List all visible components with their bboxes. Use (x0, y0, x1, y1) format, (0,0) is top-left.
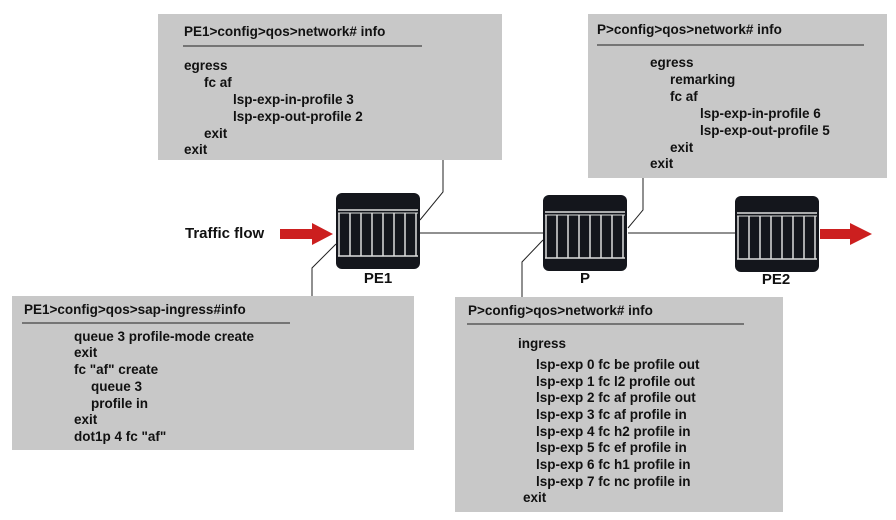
config-line: ingress (518, 336, 566, 351)
config-line: dot1p 4 fc "af" (74, 429, 166, 444)
p-network-egress-box: P>config>qos>network# info egress remark… (588, 14, 887, 178)
pe1-sap-ingress-box: PE1>config>qos>sap-ingress#info queue 3 … (12, 296, 414, 450)
callout-p-egress (627, 178, 644, 229)
config-line: lsp-exp 6 fc h1 profile in (536, 457, 691, 472)
pe1-network-box: PE1>config>qos>network# info egress fc a… (158, 14, 502, 160)
config-line: exit (74, 412, 98, 427)
config-line: remarking (670, 72, 735, 87)
callout-p-ingress (521, 239, 544, 297)
callout-pe1-network (419, 160, 444, 221)
config-line: fc af (670, 89, 698, 104)
config-line: exit (650, 156, 674, 171)
config-line: exit (184, 142, 208, 157)
config-line: queue 3 (91, 379, 143, 394)
p-network-ingress-box: P>config>qos>network# info ingress lsp-e… (455, 297, 783, 512)
router-label-pe2: PE2 (762, 271, 790, 288)
config-line: lsp-exp-out-profile 2 (233, 109, 363, 124)
config-line: lsp-exp-out-profile 5 (700, 123, 830, 138)
config-line: lsp-exp 5 fc ef profile in (536, 440, 687, 455)
config-line: exit (74, 345, 98, 360)
traffic-out-arrow-icon (820, 223, 872, 245)
connector-lines (311, 160, 735, 297)
config-line: lsp-exp-in-profile 3 (233, 92, 354, 107)
config-line: fc "af" create (74, 362, 159, 377)
traffic-in-arrow-icon (280, 223, 333, 245)
box-title: P>config>qos>network# info (597, 22, 782, 37)
router-label-p: P (580, 270, 590, 287)
box-title: PE1>config>qos>network# info (184, 24, 385, 39)
config-line: profile in (91, 396, 148, 411)
config-line: lsp-exp 7 fc nc profile in (536, 474, 691, 489)
config-line: lsp-exp 1 fc l2 profile out (536, 374, 696, 389)
config-line: exit (523, 490, 547, 505)
config-line: lsp-exp 3 fc af profile in (536, 407, 687, 422)
router-label-pe1: PE1 (364, 270, 392, 287)
config-line: lsp-exp 2 fc af profile out (536, 390, 696, 405)
config-line: lsp-exp 4 fc h2 profile in (536, 424, 691, 439)
config-line: egress (650, 55, 694, 70)
config-line: exit (670, 140, 694, 155)
config-line: fc af (204, 75, 232, 90)
config-line: lsp-exp-in-profile 6 (700, 106, 821, 121)
config-line: queue 3 profile-mode create (74, 329, 255, 344)
box-title: PE1>config>qos>sap-ingress#info (24, 302, 246, 317)
router-icon-pe2 (735, 196, 819, 272)
config-line: lsp-exp 0 fc be profile out (536, 357, 700, 372)
config-line: exit (204, 126, 228, 141)
router-icon-pe1 (336, 193, 420, 269)
router-icon-p (543, 195, 627, 271)
config-line: egress (184, 58, 228, 73)
callout-pe1-sap (311, 243, 337, 296)
box-title: P>config>qos>network# info (468, 303, 653, 318)
traffic-flow-label: Traffic flow (185, 225, 265, 242)
